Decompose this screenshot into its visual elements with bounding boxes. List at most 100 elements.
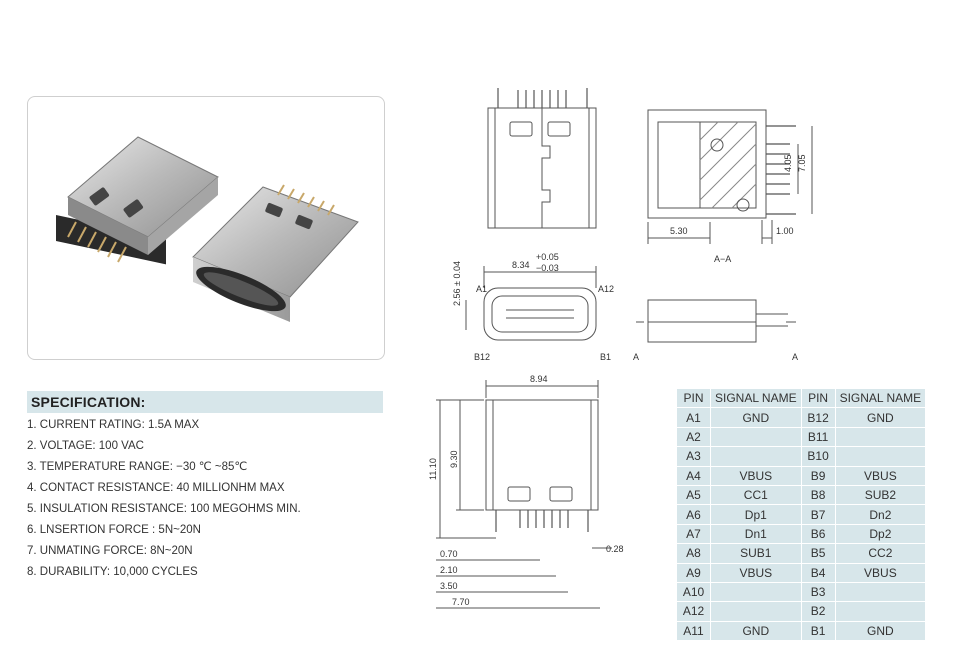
signal-cell: GND: [710, 407, 802, 428]
pin-cell: A6: [676, 504, 711, 525]
signal-cell: Dp2: [834, 523, 927, 545]
pin-cell: B9: [800, 465, 836, 486]
bottom-view: [436, 380, 612, 609]
pin-label: A12: [598, 284, 614, 294]
table-header-row: PIN SIGNAL NAME PIN SIGNAL NAME: [676, 387, 927, 409]
dim-label: 5.30: [670, 226, 688, 236]
pin-cell: A4: [676, 465, 711, 486]
product-photo: [27, 96, 385, 360]
signal-cell: VBUS: [710, 465, 802, 486]
tolerance-plus: +0.05: [536, 252, 559, 262]
dim-label: 9.30: [449, 450, 459, 468]
dim-label: 11.10: [428, 458, 438, 480]
signal-cell: GND: [834, 407, 927, 428]
section-view: [647, 109, 813, 244]
technical-drawing: 7.05 4.05 5.30 1.00 A−A 2.56 ± 0.04 8.34…: [428, 88, 813, 609]
signal-cell: [710, 601, 802, 622]
pin-cell: A11: [676, 620, 711, 642]
pin-cell: B1: [800, 620, 836, 642]
signal-cell: [834, 426, 927, 448]
side-view: [636, 299, 796, 343]
pin-cell: A5: [676, 484, 711, 506]
dim-label: 2.56 ± 0.04: [452, 261, 462, 306]
pin-cell: A1: [676, 407, 711, 428]
signal-cell: SUB2: [834, 484, 927, 506]
signal-cell: Dn2: [834, 504, 927, 525]
pin-cell: B4: [800, 562, 836, 583]
pin-cell: A3: [676, 446, 711, 467]
signal-cell: Dn1: [710, 523, 802, 545]
dim-label: 2.10: [440, 565, 458, 575]
signal-cell: VBUS: [710, 562, 802, 583]
signal-cell: CC2: [834, 543, 927, 564]
signal-cell: VBUS: [834, 465, 927, 486]
connector-illustration: [56, 136, 359, 322]
pin-cell: B2: [800, 601, 836, 622]
pin-cell: A2: [676, 426, 711, 448]
dim-label: 8.94: [530, 374, 548, 384]
spec-item: 4. CONTACT RESISTANCE: 40 MILLIONHM MAX: [27, 482, 285, 494]
pin-cell: B8: [800, 484, 836, 506]
signal-cell: Dp1: [710, 504, 802, 525]
dim-label: 1.00: [776, 226, 794, 236]
pin-cell: B7: [800, 504, 836, 525]
signal-cell: GND: [834, 620, 927, 642]
pin-cell: B10: [800, 446, 836, 467]
signal-cell: [834, 601, 927, 622]
column-header: PIN: [800, 387, 836, 409]
spec-item: 5. INSULATION RESISTANCE: 100 MEGOHMS MI…: [27, 503, 301, 515]
spec-item: 1. CURRENT RATING: 1.5A MAX: [27, 419, 200, 431]
front-view: [465, 266, 597, 341]
dim-label: 0.70: [440, 549, 458, 559]
signal-cell: VBUS: [834, 562, 927, 583]
signal-cell: SUB1: [710, 543, 802, 564]
pin-cell: A9: [676, 562, 711, 583]
tolerance-minus: −0.03: [536, 263, 559, 273]
pin-cell: A8: [676, 543, 711, 564]
pin-label: B12: [474, 352, 490, 362]
cut-label: A: [633, 352, 639, 362]
cut-label: A: [792, 352, 798, 362]
spec-item: 2. VOLTAGE: 100 VAC: [27, 440, 144, 452]
specification-list: 1. CURRENT RATING: 1.5A MAX 2. VOLTAGE: …: [27, 418, 301, 586]
signal-cell: [834, 581, 927, 603]
dim-label: 7.05: [797, 154, 807, 172]
signal-cell: [710, 426, 802, 448]
pin-cell: A12: [676, 601, 711, 622]
table-row: A12 B2: [676, 601, 927, 622]
spec-item: 6. LNSERTION FORCE : 5N~20N: [27, 524, 201, 536]
pin-cell: A10: [676, 581, 711, 603]
top-view: [487, 88, 597, 229]
pin-cell: B11: [800, 426, 836, 448]
pin-cell: B6: [800, 523, 836, 545]
signal-cell: CC1: [710, 484, 802, 506]
table-row: A2 B11: [676, 426, 927, 448]
column-header: PIN: [676, 387, 711, 409]
signal-cell: [710, 446, 802, 467]
specification-title: SPECIFICATION:: [31, 394, 146, 410]
table-row: A3 B10: [676, 446, 927, 467]
spec-item: 7. UNMATING FORCE: 8N~20N: [27, 545, 193, 557]
connector-front-view: [192, 184, 359, 322]
specification-header: SPECIFICATION:: [27, 391, 383, 413]
pin-label: A1: [476, 284, 487, 294]
dim-label: 7.70: [452, 597, 470, 607]
section-label: A−A: [714, 254, 731, 264]
connector-top-view: [56, 136, 219, 265]
pin-cell: A7: [676, 523, 711, 545]
signal-cell: [834, 446, 927, 467]
column-header: SIGNAL NAME: [834, 387, 927, 409]
dim-label: 8.34: [512, 260, 530, 270]
dim-label: 0.28: [606, 544, 624, 554]
pin-cell: B12: [800, 407, 836, 428]
dim-label: 3.50: [440, 581, 458, 591]
dim-label: 4.05: [783, 154, 793, 172]
